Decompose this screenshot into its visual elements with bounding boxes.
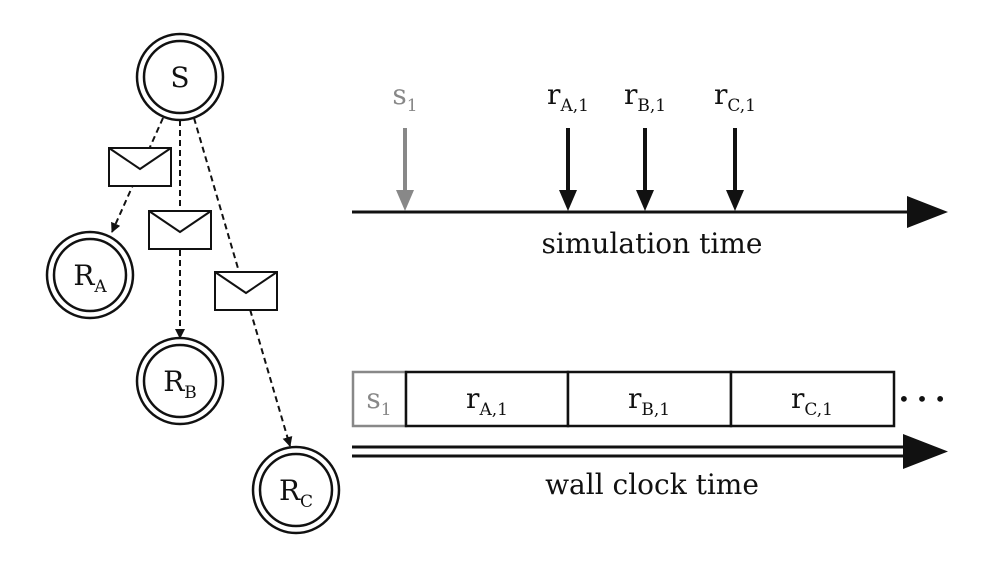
- envelope-icon: [214, 271, 278, 311]
- wallclock-block-rc1: rC,1: [729, 370, 896, 428]
- wallclock-block-ra1: rA,1: [404, 370, 570, 428]
- svg-text:rB,1: rB,1: [628, 382, 670, 420]
- event-arrow-rb1: [636, 128, 654, 211]
- node-receiver-a-label: RA: [73, 259, 107, 297]
- ellipsis: • • •: [898, 387, 946, 411]
- wallclock-block-s1: s1: [351, 370, 408, 428]
- wallclock-axis-label: wall clock time: [545, 468, 759, 501]
- wallclock-block-rb1: rB,1: [566, 370, 733, 428]
- svg-text:s1: s1: [366, 382, 391, 420]
- wallclock-axis-arrowhead: [903, 434, 948, 469]
- wallclock-timeline: s1 rA,1 rB,1 rC,1 • • • wall clock time: [351, 370, 948, 501]
- node-sender: S: [135, 32, 225, 122]
- node-receiver-a: RA: [45, 230, 135, 320]
- event-arrow-s1: [396, 128, 414, 211]
- node-receiver-c: RC: [251, 445, 341, 535]
- event-label-s1: s1: [392, 78, 417, 116]
- svg-text:rC,1: rC,1: [791, 382, 833, 420]
- svg-text:rA,1: rA,1: [466, 382, 508, 420]
- event-label-rc1: rC,1: [714, 78, 756, 116]
- node-receiver-c-label: RC: [279, 474, 313, 512]
- event-label-rb1: rB,1: [624, 78, 666, 116]
- node-receiver-b-label: RB: [163, 365, 197, 403]
- simulation-axis-arrowhead: [907, 196, 948, 228]
- message-graph: S RA RB RC: [45, 32, 341, 535]
- event-label-ra1: rA,1: [547, 78, 589, 116]
- event-arrow-ra1: [559, 128, 577, 211]
- envelope-icon: [108, 147, 172, 187]
- node-sender-label: S: [170, 61, 189, 94]
- event-arrow-rc1: [726, 128, 744, 211]
- simulation-axis-label: simulation time: [542, 227, 763, 260]
- envelope-icon: [148, 210, 212, 250]
- simulation-timeline: s1 rA,1 rB,1 rC,1 simulation time: [352, 78, 948, 260]
- node-receiver-b: RB: [135, 336, 225, 426]
